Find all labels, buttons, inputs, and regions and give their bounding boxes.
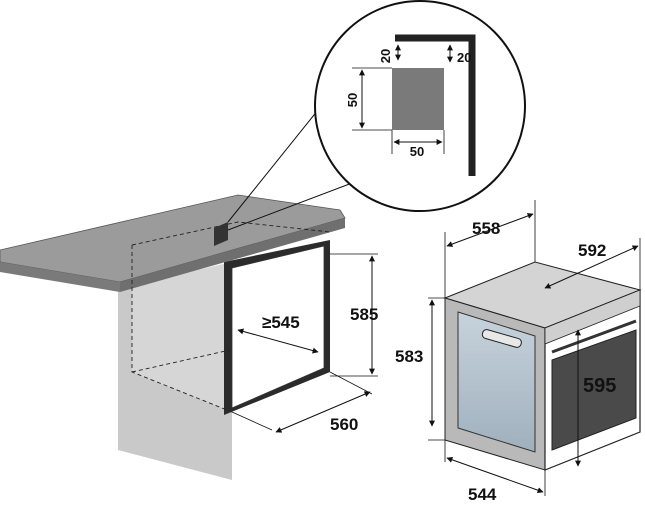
callout-leader — [227, 179, 361, 231]
oven-group: 558 592 583 595 544 — [395, 200, 642, 504]
ventilation-slot — [214, 222, 228, 246]
oven-width-dimension — [544, 245, 639, 289]
ventilation-detail: 50 50 20 20 — [314, 0, 526, 212]
oven-door-handle — [551, 319, 637, 354]
oven-recess-inner — [231, 245, 325, 409]
oven-depth-dimension — [446, 213, 534, 247]
countertop-edge — [120, 218, 345, 292]
oven-control-strip — [544, 289, 641, 345]
oven-body-width-label: 544 — [468, 485, 497, 504]
detail-height-label: 50 — [345, 93, 360, 107]
cabinet-back-panel — [132, 262, 232, 412]
oven-body-width-dimension — [446, 456, 544, 494]
cabinet-width-label: 560 — [330, 415, 358, 434]
callout-leader — [227, 109, 319, 223]
cabinet-hidden-line — [131, 349, 231, 373]
detail-width-label: 50 — [410, 144, 424, 159]
oven-handle — [481, 329, 522, 348]
cabinet-group — [0, 109, 361, 480]
oven-window — [551, 329, 637, 451]
detail-right-gap-label: 20 — [457, 50, 471, 65]
oven-body-height-label: 583 — [395, 347, 423, 366]
cabinet-side-panel — [118, 285, 232, 480]
oven-front-height-label: 595 — [583, 375, 616, 397]
detail-top-gap-label: 20 — [378, 49, 393, 63]
cabinet-depth-label: ≥545 — [262, 313, 300, 332]
cabinet-hidden-outline-top — [131, 221, 331, 246]
oven-width-label: 592 — [578, 241, 606, 260]
cabinet-width-dimension — [275, 391, 371, 433]
cabinet-depth-dimension — [237, 328, 319, 354]
countertop-front — [0, 262, 120, 292]
cabinet-dimensions: ≥545 585 560 — [231, 253, 378, 434]
detail-corner — [395, 34, 476, 176]
cabinet-height-label: 585 — [350, 305, 378, 324]
oven-depth-label: 558 — [472, 219, 500, 238]
detail-slot — [392, 68, 444, 130]
